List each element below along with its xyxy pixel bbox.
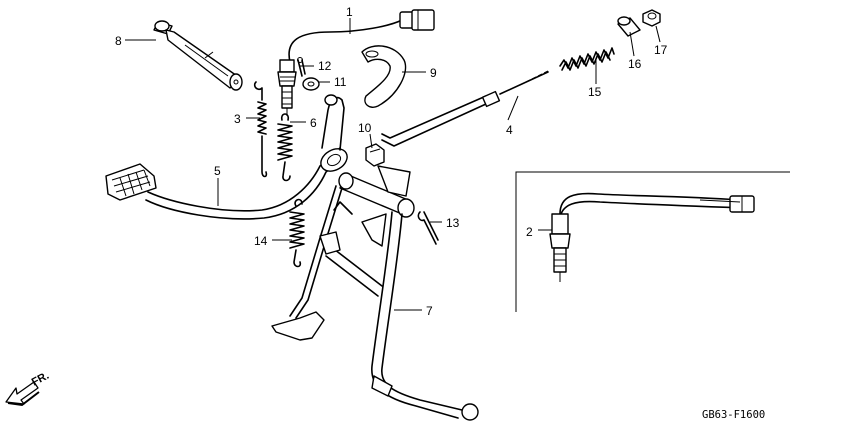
label-10: 10 [358, 121, 372, 135]
part-7-main-stand [271, 165, 479, 421]
label-12: 12 [318, 59, 332, 73]
diagram-code: GB63-F1600 [702, 409, 765, 421]
label-1: 1 [346, 5, 353, 19]
label-14: 14 [254, 234, 268, 248]
label-3: 3 [234, 112, 241, 126]
label-4: 4 [506, 123, 513, 137]
part-16-collar [617, 16, 641, 37]
front-direction-arrow: FR. [5, 370, 51, 407]
part-5-brake-pedal [105, 94, 348, 220]
part-labels: 1 2 3 4 5 6 7 8 9 10 11 12 13 14 15 16 1… [115, 5, 668, 318]
part-12-cotter-pin [297, 57, 306, 77]
part-17-nut [642, 9, 661, 27]
part-15-return-spring [559, 47, 615, 71]
part-1-stand-switch [277, 9, 435, 116]
part-3-spring [253, 81, 268, 178]
direction-label: FR. [30, 370, 51, 389]
label-5: 5 [214, 164, 221, 178]
part-8-pivot-shaft [153, 20, 243, 91]
part-13-cotter-pin [417, 211, 439, 245]
label-2: 2 [526, 225, 533, 239]
leader-lines [125, 18, 661, 311]
part-6-spring [277, 113, 293, 182]
part-10-stopper-clip [365, 143, 385, 167]
label-13: 13 [446, 216, 460, 230]
label-6: 6 [310, 116, 317, 130]
part-2-stand-switch-variant [549, 192, 755, 282]
label-17: 17 [654, 43, 668, 57]
label-9: 9 [430, 66, 437, 80]
label-11: 11 [334, 75, 347, 89]
inset-frame [515, 171, 790, 312]
part-11-washer [302, 77, 320, 91]
part-9-cable-guide-plate [361, 45, 407, 108]
label-16: 16 [628, 57, 642, 71]
part-4-brake-rod [381, 70, 549, 147]
label-7: 7 [426, 304, 433, 318]
label-15: 15 [588, 85, 602, 99]
label-8: 8 [115, 34, 122, 48]
